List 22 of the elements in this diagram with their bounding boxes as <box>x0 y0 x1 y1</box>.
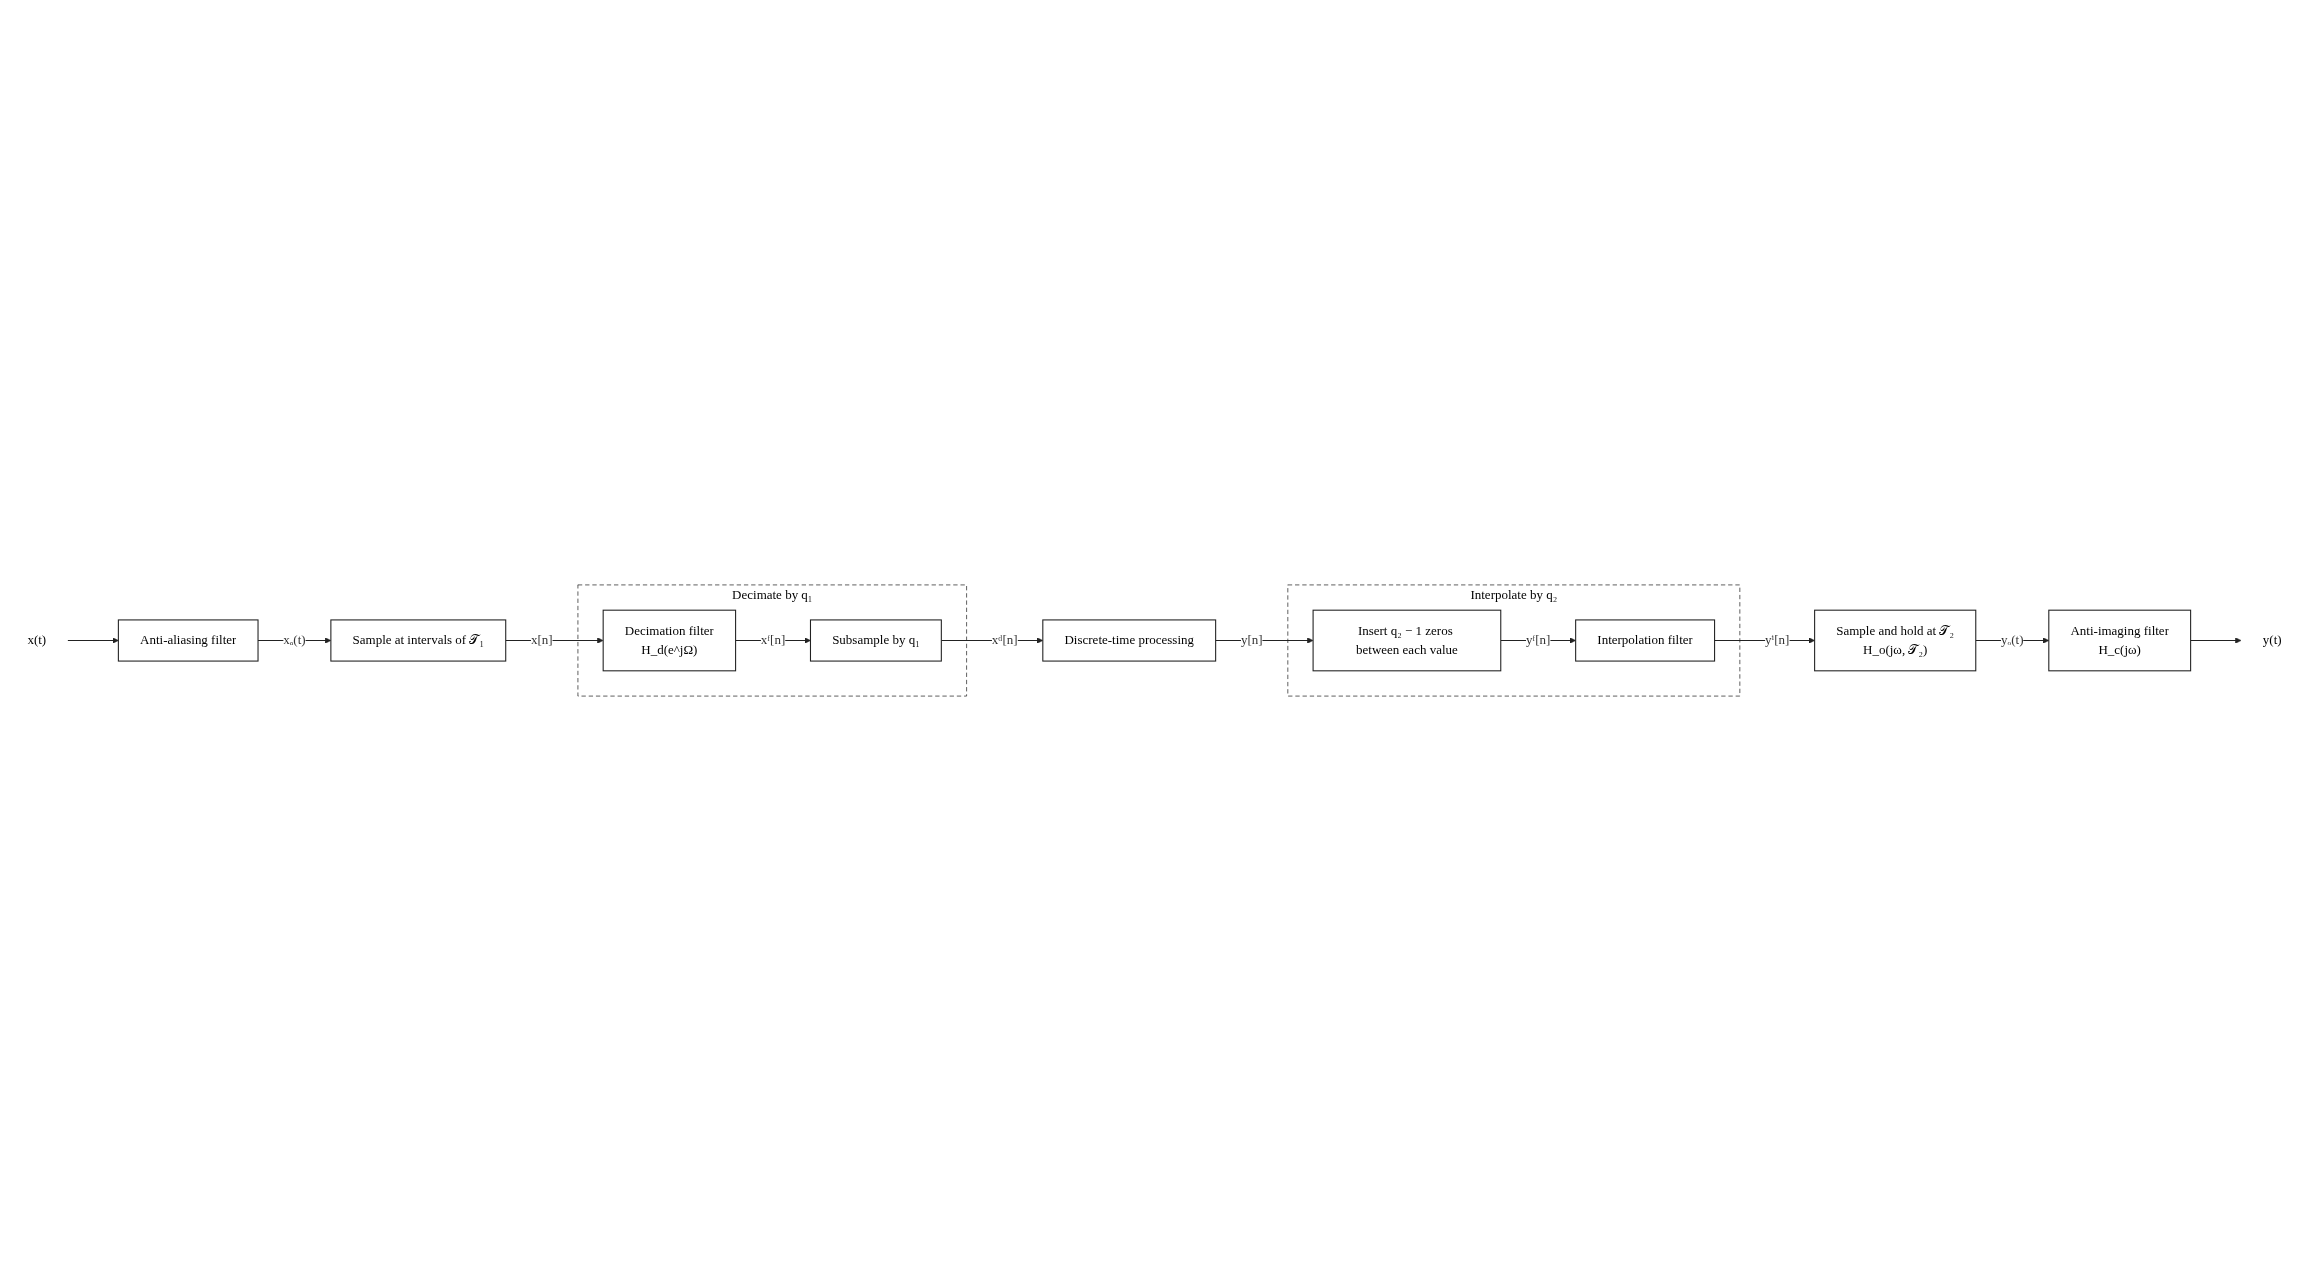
arrow <box>2190 637 2242 644</box>
arrow <box>505 637 604 644</box>
node-box: Sample at intervals of 𝒯₁ <box>330 619 507 662</box>
node-box: Subsample by q₁ <box>809 619 942 662</box>
node-box: Decimation filter H_d(e^jΩ) <box>602 609 737 672</box>
edge-label: xᶠ[n] <box>760 632 786 648</box>
node-box: Discrete-time processing <box>1042 619 1217 662</box>
edge-label: x[n] <box>530 632 553 648</box>
edge-label: y[n] <box>1240 632 1263 648</box>
edge-label: xᵈ[n] <box>991 632 1018 648</box>
arrow <box>67 637 119 644</box>
node-box: Anti-aliasing filter <box>117 619 259 662</box>
edge-label: yᶠ[n] <box>1526 632 1551 648</box>
node-box: Sample and hold at 𝒯₂ H_o(jω, 𝒯₂) <box>1814 609 1977 672</box>
node-text: x(t) <box>27 632 47 648</box>
edge-label: yⁱ[n] <box>1765 632 1790 648</box>
node-box: Anti-imaging filter H_c(jω) <box>2048 609 2192 672</box>
node-text: y(t) <box>2262 632 2282 648</box>
node-box: Interpolation filter <box>1575 619 1716 662</box>
node-box: Insert q₂ − 1 zeros between each value <box>1312 609 1502 672</box>
edge-label: xₐ(t) <box>283 632 306 648</box>
edge-label: yₒ(t) <box>2001 632 2024 648</box>
